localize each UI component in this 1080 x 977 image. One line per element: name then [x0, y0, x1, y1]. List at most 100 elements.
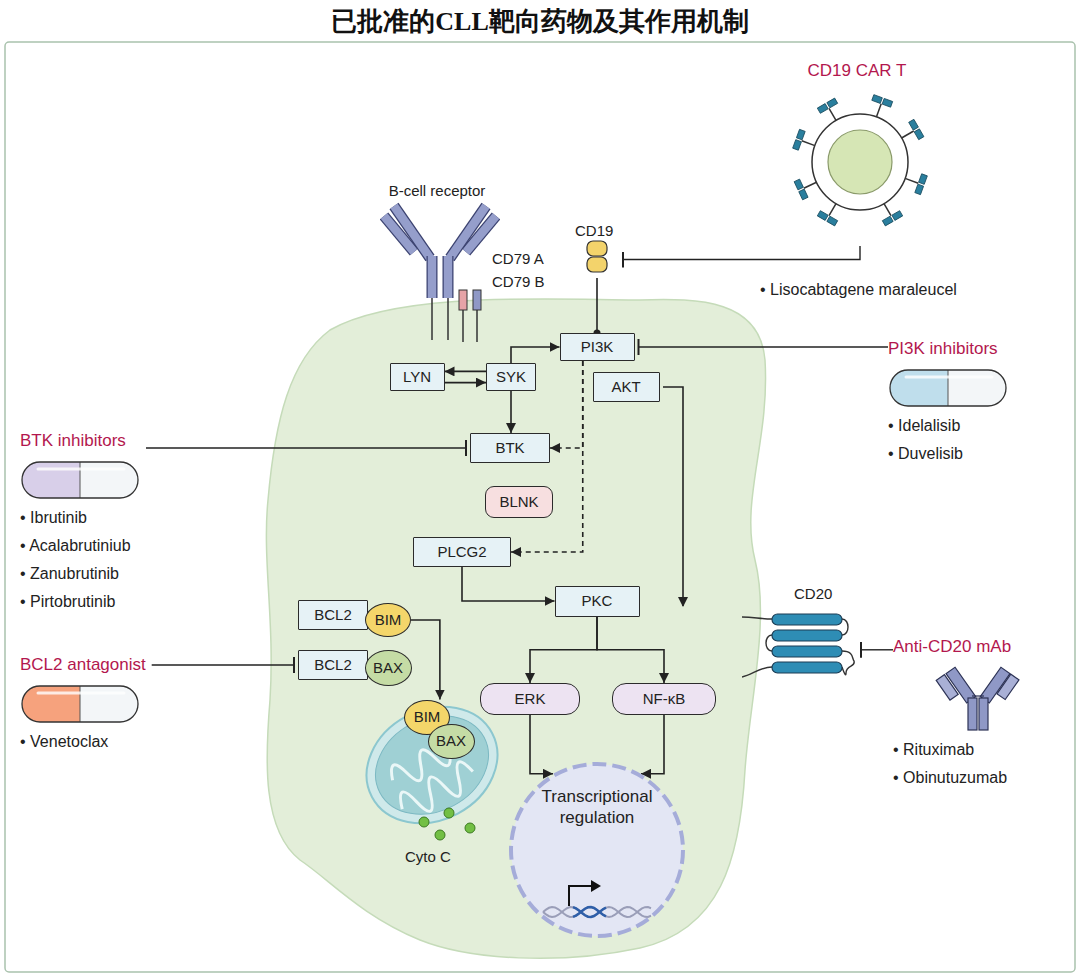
antibody-stem — [968, 698, 977, 730]
car-receptor-domain — [892, 211, 903, 221]
pill-outline — [22, 462, 138, 498]
cd19-domain — [587, 257, 607, 272]
cyto-c-dot — [465, 823, 475, 833]
antibody-light-chain — [936, 675, 958, 700]
car-receptor-stalk — [829, 108, 836, 120]
signal-connector — [641, 715, 664, 774]
drug-list: • Rituximab• Obinutuzumab — [893, 736, 1033, 792]
signal-connector — [596, 278, 598, 333]
cyto-c-dot — [419, 817, 429, 827]
effector-box: ERK — [480, 683, 580, 715]
node-heading: BTK inhibitors — [20, 430, 140, 452]
cd20-loops — [742, 617, 854, 677]
antibody-hinge — [972, 695, 984, 696]
pill-highlight — [906, 376, 992, 379]
pill-left-half — [22, 686, 80, 722]
drug-list: • Ibrutinib• Acalabrutiniub• Zanubrutini… — [20, 504, 140, 616]
nucleus-label: Transcriptional regulation — [507, 760, 687, 828]
node-label: BIM — [375, 611, 402, 629]
signal-connector — [462, 567, 555, 601]
signal-connector — [445, 382, 487, 384]
bcr-stem — [431, 298, 433, 340]
pill-right-half — [22, 686, 138, 722]
drug-class: BCL2 antagonist• Venetoclax — [20, 654, 152, 756]
car-receptor-domain — [882, 216, 893, 226]
signal-connector — [530, 715, 553, 774]
drug-class: Anti-CD20 mAb • Rituximab• Obinutuzumab — [893, 636, 1039, 792]
node-label: BIM — [414, 708, 441, 726]
node-heading: Anti-CD20 mAb — [893, 636, 1033, 658]
pill-highlight — [38, 692, 124, 695]
dna-strand-gene — [573, 907, 606, 917]
drug-name: • Acalabrutiniub — [20, 532, 140, 560]
pill-highlight — [38, 468, 124, 471]
kinase-box: SYK — [486, 363, 536, 391]
car-receptor-domain — [914, 129, 924, 140]
bcr-chain-outline — [427, 256, 438, 298]
pill-outline — [22, 686, 138, 722]
car-receptor-domain — [827, 98, 838, 108]
protein-box: BCL2 — [298, 600, 368, 630]
b-cell-receptor: B-cell receptor — [380, 182, 500, 344]
bcr-chain-outline — [443, 256, 454, 298]
car-receptor-domain — [799, 189, 808, 200]
signal-connector — [411, 620, 440, 700]
car-receptor-stalk — [804, 182, 817, 188]
car-receptor-domain — [827, 216, 838, 226]
antibody-light-chain — [997, 674, 1019, 699]
drug-class: BTK inhibitors • Ibrutinib• Acalabrutiniu… — [20, 430, 146, 616]
node-heading: CD19 CAR T — [775, 60, 939, 82]
car-receptor-stalk — [884, 204, 891, 216]
kinase-box: AKT — [593, 372, 660, 402]
kinase-box: PI3K — [560, 333, 635, 361]
drug-pill-icon — [20, 684, 140, 724]
node-label: BCL2 — [314, 656, 352, 674]
drug-list: • Idelalisib• Duvelisib — [888, 412, 1008, 468]
inhibition-connector — [146, 447, 466, 448]
inhibition-connector — [639, 346, 889, 347]
signal-connector — [511, 347, 560, 363]
node-heading: CD19 — [575, 222, 613, 240]
node-heading: CD20 — [742, 585, 851, 603]
protein-oval: BAX — [428, 724, 475, 759]
cd20-receptor: CD20 — [742, 585, 857, 693]
cd20-transmembrane-segment — [772, 630, 842, 641]
signal-connector — [530, 617, 597, 684]
car-receptor-domain — [817, 211, 828, 221]
drug-name: • Ibrutinib — [20, 504, 140, 532]
car-t-nucleus — [828, 130, 892, 194]
drug-name: • Zanubrutinib — [20, 560, 140, 588]
adaptor-box: BLNK — [485, 486, 553, 518]
akt-signal-arrow — [663, 387, 683, 606]
cd20-transmembrane-segment — [772, 646, 842, 657]
cd20-transmembrane-segment — [772, 614, 842, 625]
node-label: BLNK — [499, 493, 538, 511]
car-receptor-domain — [794, 179, 803, 190]
bcr-stem — [447, 298, 449, 340]
annotation-label: CD79 B — [492, 273, 545, 291]
bcr-chain-outline — [394, 206, 430, 258]
signal-connector — [510, 391, 512, 433]
pill-right-half — [22, 462, 138, 498]
car-receptor-domain — [872, 95, 883, 104]
car-receptor-domain — [796, 129, 805, 140]
car-receptor-stalk — [876, 104, 881, 117]
node-label: AKT — [611, 378, 640, 396]
antibody — [936, 667, 1019, 730]
car-receptor-domain — [915, 184, 924, 195]
car-receptor-stalk — [905, 178, 918, 183]
nucleus: Transcriptional regulation — [507, 760, 687, 940]
cd19-icon — [575, 240, 619, 274]
inhibition-connector — [152, 664, 294, 665]
node-label: LYN — [403, 368, 431, 386]
pill-seam — [80, 462, 81, 498]
protein-oval: BAX — [365, 650, 412, 686]
car-receptor-domain — [919, 174, 928, 185]
car-receptor-domain — [817, 104, 828, 114]
pill-seam — [80, 686, 81, 722]
node-label: SYK — [496, 368, 526, 386]
drug-name: • Idelalisib — [888, 412, 1008, 440]
node-label: BTK — [495, 439, 524, 457]
car-receptor-domain — [882, 98, 893, 107]
